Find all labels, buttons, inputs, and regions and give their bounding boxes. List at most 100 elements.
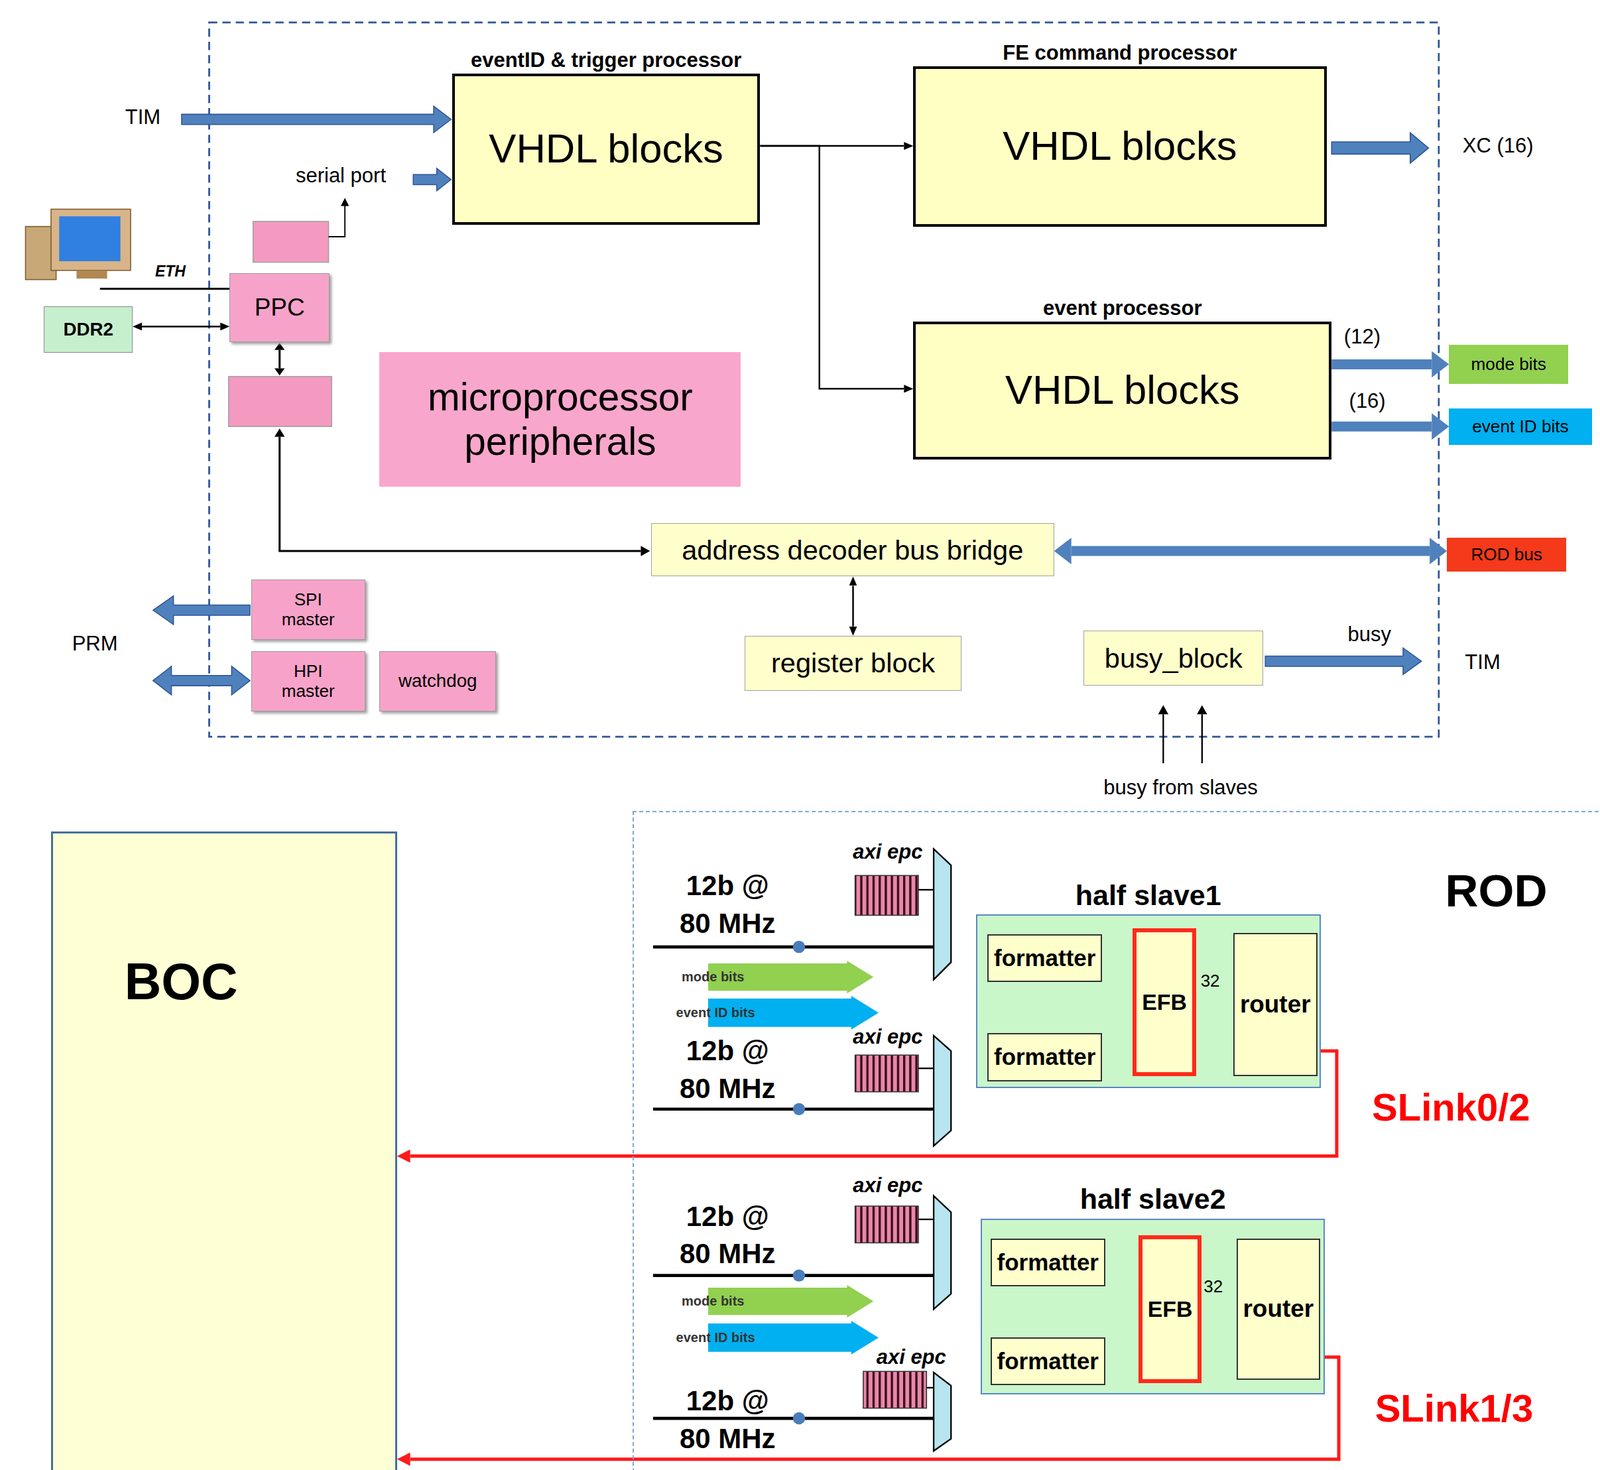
vhdl-block: event processorVHDL blocks <box>913 321 1332 460</box>
vhdl-block: eventID & trigger processorVHDL blocks <box>452 73 761 225</box>
peripheral-box: SPI master <box>251 579 366 640</box>
edge-label: (16) <box>1349 389 1386 414</box>
box-label: event ID bits <box>1472 416 1569 437</box>
group-label-box: microprocessor peripherals <box>379 352 741 487</box>
arrowhead <box>1196 704 1207 715</box>
wire <box>926 1387 934 1389</box>
box-label: formatter <box>997 1249 1099 1276</box>
board-box: BOC <box>51 831 398 1470</box>
wire <box>918 1218 934 1221</box>
slave-box: half slave1formatterEFBrouterformatter <box>976 914 1321 1089</box>
bus-arrow <box>413 168 451 191</box>
signal-label: TIM <box>1464 650 1500 675</box>
box-label: router <box>1243 1294 1315 1323</box>
computer-monitor <box>51 208 131 270</box>
box-label: microprocessor peripherals <box>379 374 741 465</box>
arrowhead <box>340 198 349 207</box>
box-label: mode bits <box>1471 354 1547 374</box>
board-region: RODmode bitsevent ID bitshalf slave1form… <box>632 810 1600 1470</box>
edge-label: SLink0/2 <box>1371 1084 1531 1130</box>
signal-arrow: mode bits <box>708 1285 874 1318</box>
block-heading: half slave1 <box>1075 879 1222 912</box>
mux-symbol <box>933 1196 951 1310</box>
efb-box: EFB <box>1132 928 1197 1077</box>
computer-stand <box>76 270 107 279</box>
signal-label: PRM <box>72 631 119 656</box>
box-label: VHDL blocks <box>1002 122 1237 170</box>
box-label: VHDL blocks <box>1005 366 1240 414</box>
efb-box: EFB <box>1138 1235 1203 1384</box>
signal-label: axi epc <box>852 1025 923 1049</box>
connector <box>1331 359 1432 370</box>
fifo-stack <box>855 1054 919 1092</box>
signal-label: 12b @ 80 MHz <box>673 1032 783 1108</box>
arrowhead <box>274 368 285 376</box>
signal-arrow: event ID bits <box>708 1320 879 1355</box>
peripheral-block <box>253 221 329 263</box>
tap-dot <box>793 1103 805 1116</box>
fifo-stack <box>855 875 919 916</box>
box-label: VHDL blocks <box>488 125 723 173</box>
bus-arrow <box>1265 647 1421 675</box>
dashed-region <box>208 22 1439 737</box>
connector <box>141 325 221 328</box>
edge-label: 32 <box>1203 1277 1223 1297</box>
box-label: formatter <box>997 1348 1099 1375</box>
edge-label: SLink1/3 <box>1375 1385 1534 1431</box>
formatter-box: router <box>1233 932 1318 1076</box>
bus-box: ROD bus <box>1446 537 1567 572</box>
formatter-box: formatter <box>990 1337 1106 1386</box>
logic-box: busy_block <box>1083 630 1264 686</box>
peripheral-block <box>228 376 332 427</box>
tap-dot <box>793 940 805 953</box>
formatter-box: formatter <box>987 1033 1103 1081</box>
block-heading: event processor <box>1043 296 1203 321</box>
tap-dot <box>793 1269 805 1282</box>
wire <box>1201 714 1203 764</box>
wire <box>328 204 346 237</box>
peripheral-box: PPC <box>229 273 330 342</box>
block-heading: FE command processor <box>1002 41 1237 65</box>
bus-arrow <box>1331 132 1429 164</box>
mux-symbol <box>933 1372 951 1451</box>
box-label: HPI master <box>277 661 339 701</box>
signal-arrow: mode bits <box>708 960 874 994</box>
signal-label: 12b @ 80 MHz <box>673 867 783 943</box>
formatter-box: formatter <box>990 1238 1106 1287</box>
signal-label: XC (16) <box>1462 133 1534 158</box>
box-label: busy_block <box>1104 642 1243 675</box>
box-label: router <box>1239 990 1311 1019</box>
bus-arrow <box>153 666 250 695</box>
block-heading: half slave2 <box>1080 1182 1227 1216</box>
signal-label: axi epc <box>852 840 923 864</box>
memory-box: DDR2 <box>43 306 133 354</box>
eth-wire <box>100 287 230 290</box>
arrowhead <box>1158 704 1169 715</box>
computer-screen <box>59 216 121 262</box>
arrowhead <box>274 342 285 351</box>
box-label: BOC <box>124 952 239 1011</box>
signal-label: 12b @ 80 MHz <box>673 1198 783 1274</box>
signal-label: serial port <box>295 163 386 188</box>
box-label: EFB <box>1141 989 1187 1016</box>
fifo-stack <box>863 1371 927 1408</box>
box-label: event ID bits <box>676 1330 756 1346</box>
peripheral-box: watchdog <box>379 651 496 712</box>
box-label: ROD bus <box>1470 544 1543 565</box>
box-label: mode bits <box>681 1293 744 1309</box>
block-heading: eventID & trigger processor <box>470 48 742 73</box>
signal-box: event ID bits <box>1448 408 1592 445</box>
vhdl-block: FE command processorVHDL blocks <box>913 66 1327 227</box>
peripheral-box: HPI master <box>251 651 366 712</box>
arrowhead <box>274 428 285 437</box>
connector <box>1071 546 1430 557</box>
wire <box>918 889 934 891</box>
bus-arrow <box>153 596 250 625</box>
signal-label: busy <box>1347 622 1391 647</box>
connector <box>1331 421 1432 432</box>
signal-arrow: event ID bits <box>708 995 879 1030</box>
wire <box>1162 714 1164 764</box>
logic-box: register block <box>744 635 961 691</box>
signal-label: TIM <box>125 105 161 130</box>
box-label: SPI master <box>277 589 339 630</box>
